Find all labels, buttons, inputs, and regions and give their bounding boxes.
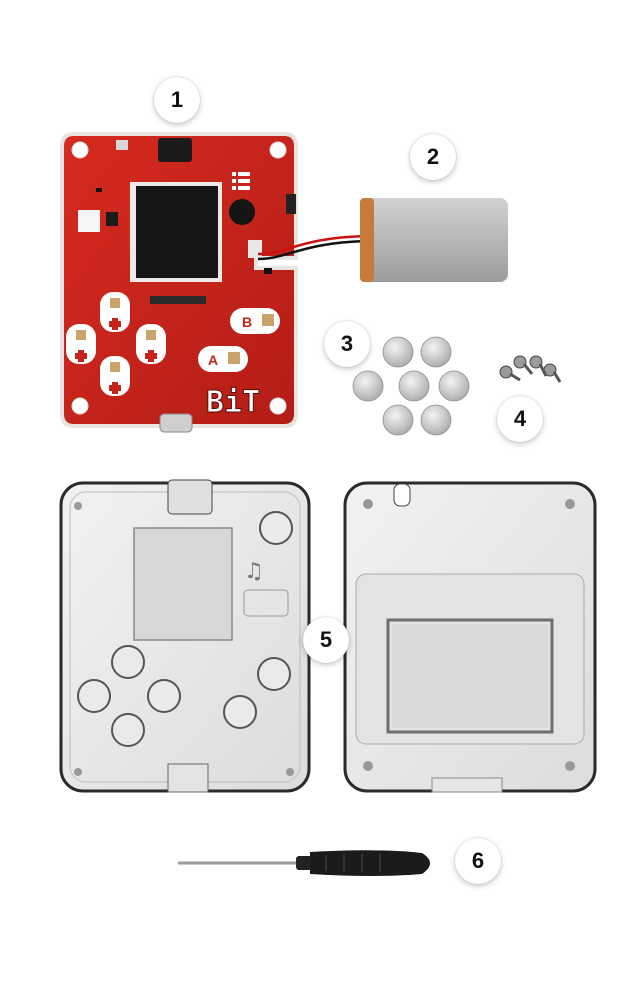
label-2: 2	[410, 134, 456, 180]
bit-logo: BiT	[206, 385, 260, 420]
label-3: 3	[324, 321, 370, 367]
label-4: 4	[497, 396, 543, 442]
silicone-buttons	[352, 336, 470, 436]
front-case: ♫	[59, 479, 311, 793]
back-case	[343, 481, 597, 793]
battery-wires	[257, 234, 367, 261]
svg-text:♫: ♫	[244, 559, 264, 584]
button-a-label: A	[208, 352, 218, 368]
screwdriver	[178, 850, 430, 876]
label-5: 5	[303, 617, 349, 663]
pcb-board: B A BiT	[60, 132, 298, 433]
button-b-label: B	[242, 314, 252, 330]
screws	[499, 355, 562, 383]
label-1: 1	[154, 77, 200, 123]
lipo-battery	[360, 198, 508, 282]
label-6: 6	[455, 838, 501, 884]
